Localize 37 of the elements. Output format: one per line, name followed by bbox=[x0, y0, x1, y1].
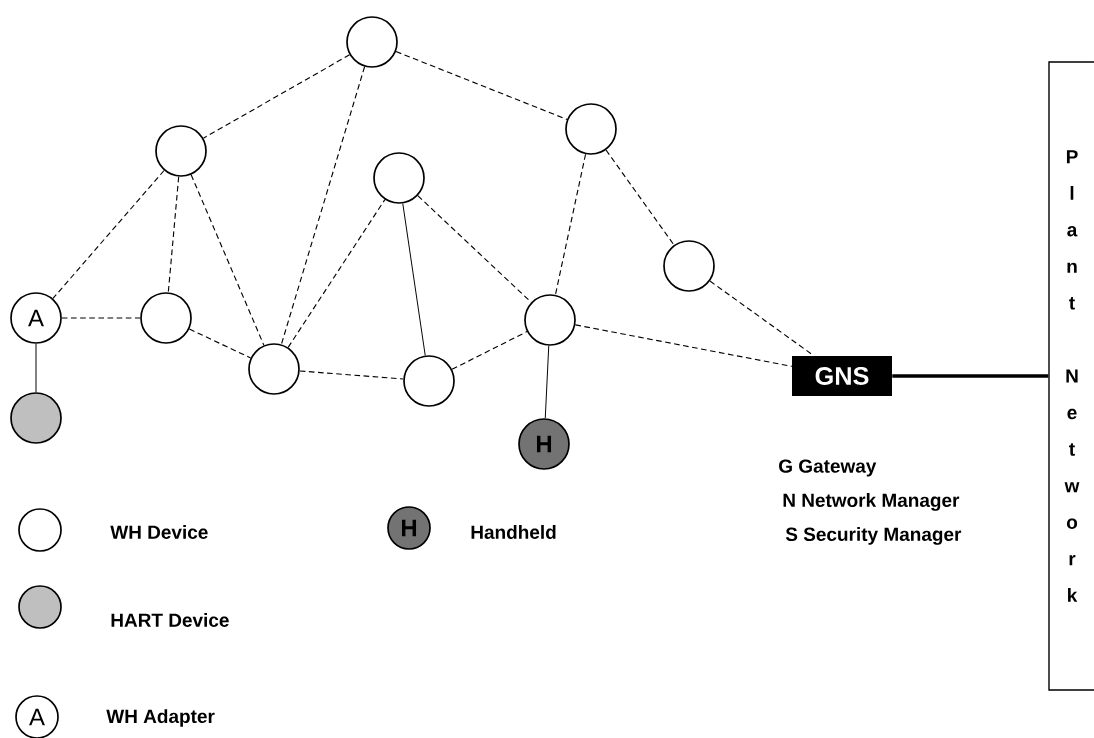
wireless-link bbox=[395, 50, 568, 120]
device-circle bbox=[403, 355, 455, 407]
legend-text: Handheld bbox=[471, 525, 556, 539]
device-circle bbox=[524, 294, 576, 346]
wireless-link bbox=[554, 153, 587, 296]
wireless-link bbox=[451, 331, 528, 370]
wireless-link bbox=[605, 149, 675, 246]
device-circle bbox=[140, 292, 192, 344]
device-circle bbox=[565, 103, 617, 155]
network-line bbox=[892, 374, 1049, 378]
legend-text: HART Device bbox=[111, 613, 229, 627]
wired-link bbox=[35, 343, 37, 393]
legend-text: WH Adapter bbox=[106, 709, 215, 727]
device-circle bbox=[373, 152, 425, 204]
device-circle bbox=[155, 125, 207, 177]
device-circle bbox=[248, 343, 300, 395]
wireless-link bbox=[280, 66, 366, 345]
legend-text: G Gateway bbox=[779, 459, 877, 477]
wired-link bbox=[402, 203, 426, 356]
wireless-link bbox=[202, 54, 351, 139]
wireless-link bbox=[52, 169, 165, 300]
device-circle bbox=[346, 16, 398, 68]
device-circle bbox=[663, 240, 715, 292]
wired-link bbox=[544, 345, 550, 419]
wireless-link bbox=[709, 280, 815, 357]
legend-text: N Network Manager bbox=[783, 493, 960, 511]
legend-text: WH Device bbox=[110, 525, 208, 539]
plant-network-box: Plant Network bbox=[1048, 61, 1094, 691]
wireless-link bbox=[167, 176, 180, 293]
legend-text: S Security Manager bbox=[785, 527, 962, 545]
wireless-link bbox=[287, 199, 386, 348]
wireless-link bbox=[188, 328, 252, 359]
wireless-link bbox=[299, 370, 404, 380]
wireless-link bbox=[417, 195, 532, 303]
gateway-box: GNS bbox=[792, 356, 892, 396]
hart-device-circle bbox=[10, 392, 62, 444]
wireless-link bbox=[190, 174, 265, 346]
